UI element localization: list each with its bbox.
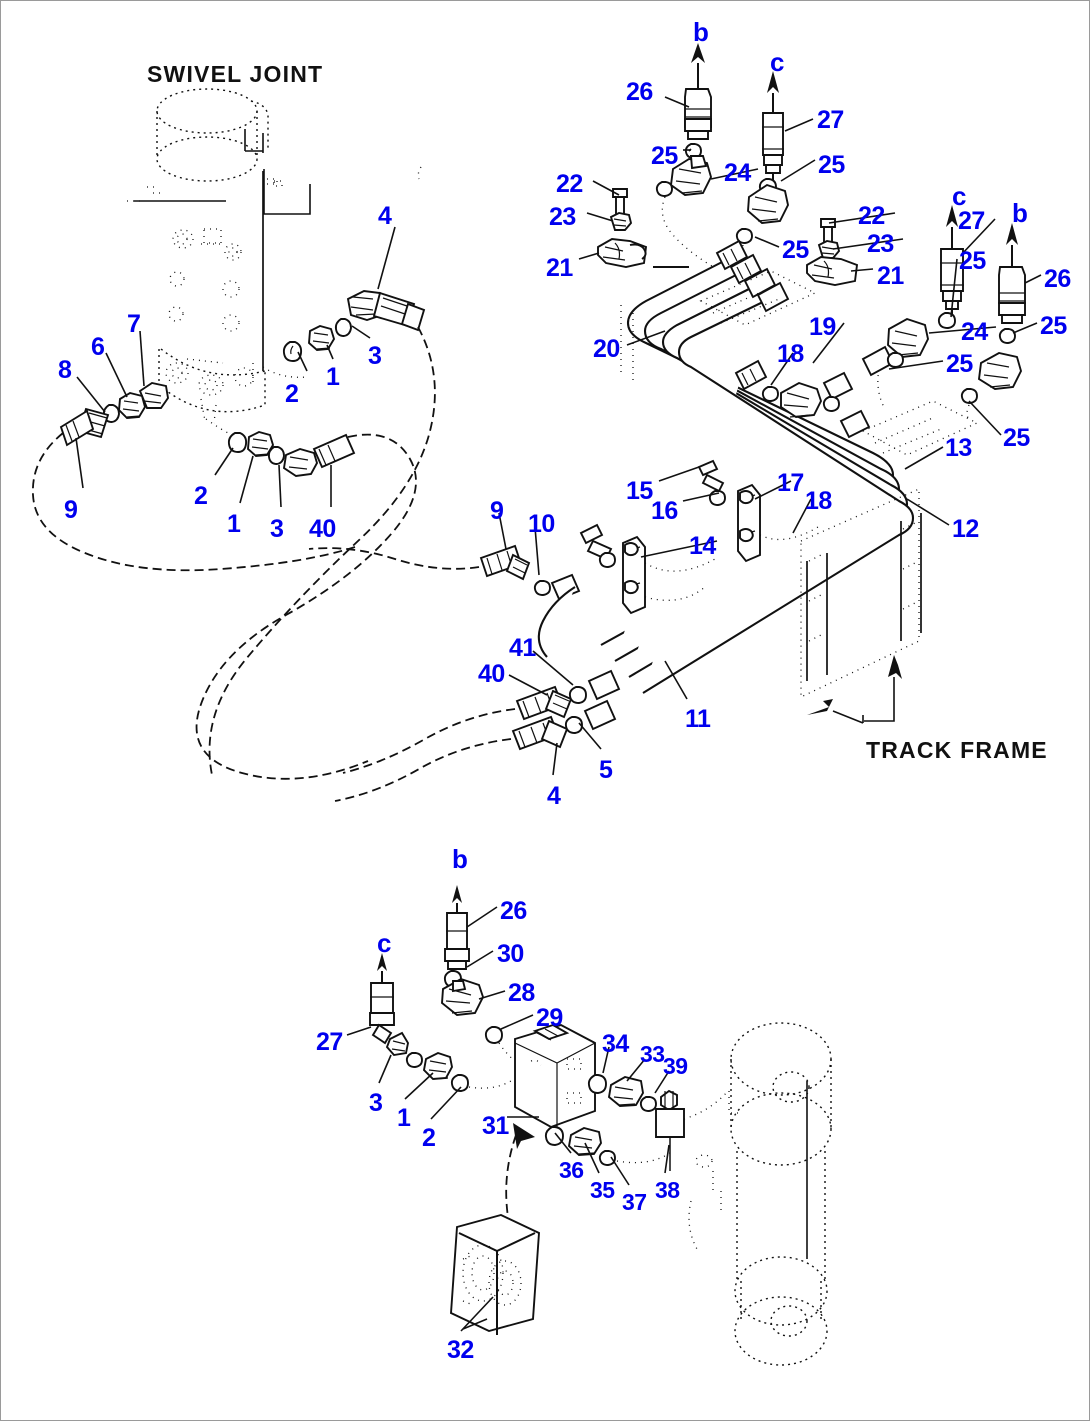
clamp-set-left xyxy=(597,188,689,268)
part-label-2-bot: 2 xyxy=(422,1124,436,1152)
part-label-28: 28 xyxy=(508,979,535,1007)
callout-c-bottom: c xyxy=(377,928,392,958)
part-label-9-mid: 9 xyxy=(490,497,504,525)
part-label-23-b: 23 xyxy=(867,230,894,258)
part-label-27-top: 27 xyxy=(817,106,844,134)
part-label-9-left: 9 xyxy=(64,496,78,524)
part-label-20: 20 xyxy=(593,335,620,363)
part-label-18-a: 18 xyxy=(777,340,804,368)
part-label-37: 37 xyxy=(622,1189,647,1215)
part-label-6: 6 xyxy=(91,333,105,361)
part-label-25-c: 25 xyxy=(782,236,809,264)
part-label-15: 15 xyxy=(626,477,653,505)
part-label-7: 7 xyxy=(127,310,141,338)
part-label-24-b: 24 xyxy=(961,318,988,346)
part-label-19: 19 xyxy=(809,313,836,341)
pipe-bundle xyxy=(600,239,979,694)
mid-left-fitting-train xyxy=(195,430,417,780)
part-label-25-b: 25 xyxy=(818,151,845,179)
part-label-40-mid: 40 xyxy=(309,515,336,543)
part-label-12: 12 xyxy=(952,515,979,543)
clamp-set-right xyxy=(806,218,859,286)
part-label-11: 11 xyxy=(685,705,711,733)
part-label-39: 39 xyxy=(663,1053,688,1079)
track-frame-ghost xyxy=(800,488,922,724)
callout-b-top: b xyxy=(693,17,709,47)
part-label-25-f: 25 xyxy=(946,350,973,378)
part-label-32: 32 xyxy=(447,1336,474,1364)
callout-c-top: c xyxy=(770,47,785,77)
leader-lines-right xyxy=(498,96,1042,776)
part-label-5: 5 xyxy=(599,756,613,784)
part-label-10: 10 xyxy=(528,510,555,538)
hose-end-mid xyxy=(308,544,581,658)
part-label-30: 30 xyxy=(497,940,524,968)
part-label-35: 35 xyxy=(590,1177,615,1203)
part-label-38: 38 xyxy=(655,1177,680,1203)
part-label-26-bot: 26 xyxy=(500,897,527,925)
part-label-41: 41 xyxy=(509,634,536,662)
part-label-14: 14 xyxy=(689,532,716,560)
callout-b-bottom: b xyxy=(452,844,468,874)
part-label-16: 16 xyxy=(651,497,678,525)
part-label-4-low: 4 xyxy=(547,782,561,810)
part-label-2-upper: 2 xyxy=(285,380,299,408)
part-label-3-upper: 3 xyxy=(368,342,382,370)
part-label-27-right: 27 xyxy=(958,207,985,235)
bottom-assembly xyxy=(369,885,832,1366)
callout-b-right: b xyxy=(1012,198,1028,228)
part-label-25-a: 25 xyxy=(651,142,678,170)
heading-swivel-joint: SWIVEL JOINT xyxy=(147,61,324,87)
swivel-joint-body xyxy=(127,88,422,436)
part-label-22-a: 22 xyxy=(556,170,583,198)
part-label-25-e: 25 xyxy=(1040,312,1067,340)
part-label-25-g: 25 xyxy=(1003,424,1030,452)
part-label-23-a: 23 xyxy=(549,203,576,231)
assembly-c-left xyxy=(735,71,789,284)
left-fitting-train xyxy=(32,381,356,572)
part-label-40-low: 40 xyxy=(478,660,505,688)
hose-ends-lower xyxy=(334,669,621,802)
part-label-2-mid: 2 xyxy=(194,482,208,510)
part-label-24-a: 24 xyxy=(724,159,751,187)
part-label-13: 13 xyxy=(945,434,972,462)
part-label-36: 36 xyxy=(559,1157,584,1183)
part-label-3-bot: 3 xyxy=(369,1089,383,1117)
clamp-assembly-center xyxy=(579,459,819,615)
heading-track-frame: TRACK FRAME xyxy=(866,737,1048,763)
assembly-b-left xyxy=(655,43,718,270)
part-label-26-top: 26 xyxy=(626,78,653,106)
part-label-22-b: 22 xyxy=(858,202,885,230)
part-label-18-b: 18 xyxy=(805,487,832,515)
part-label-34: 34 xyxy=(602,1030,629,1058)
part-label-33: 33 xyxy=(640,1041,665,1067)
part-label-25-d: 25 xyxy=(959,247,986,275)
part-label-31: 31 xyxy=(482,1112,509,1140)
part-label-21-a: 21 xyxy=(546,254,573,282)
leader-lines-upper xyxy=(75,226,396,508)
part-label-21-b: 21 xyxy=(877,262,904,290)
part-label-4-upper: 4 xyxy=(378,202,392,230)
part-label-29: 29 xyxy=(536,1004,563,1032)
upper-left-fitting-train xyxy=(208,290,436,776)
part-label-1-upper: 1 xyxy=(326,363,340,391)
leader-lines-bottom xyxy=(346,906,670,1332)
part-label-3-mid: 3 xyxy=(270,515,284,543)
part-label-27-bot: 27 xyxy=(316,1028,343,1056)
part-label-8: 8 xyxy=(58,356,72,384)
part-label-17: 17 xyxy=(777,469,804,497)
callout-c-right: c xyxy=(952,181,967,211)
part-label-1-mid: 1 xyxy=(227,510,241,538)
part-label-1-bot: 1 xyxy=(397,1104,411,1132)
travel-motor-ghost xyxy=(730,1022,832,1366)
part-label-26-right: 26 xyxy=(1044,265,1071,293)
